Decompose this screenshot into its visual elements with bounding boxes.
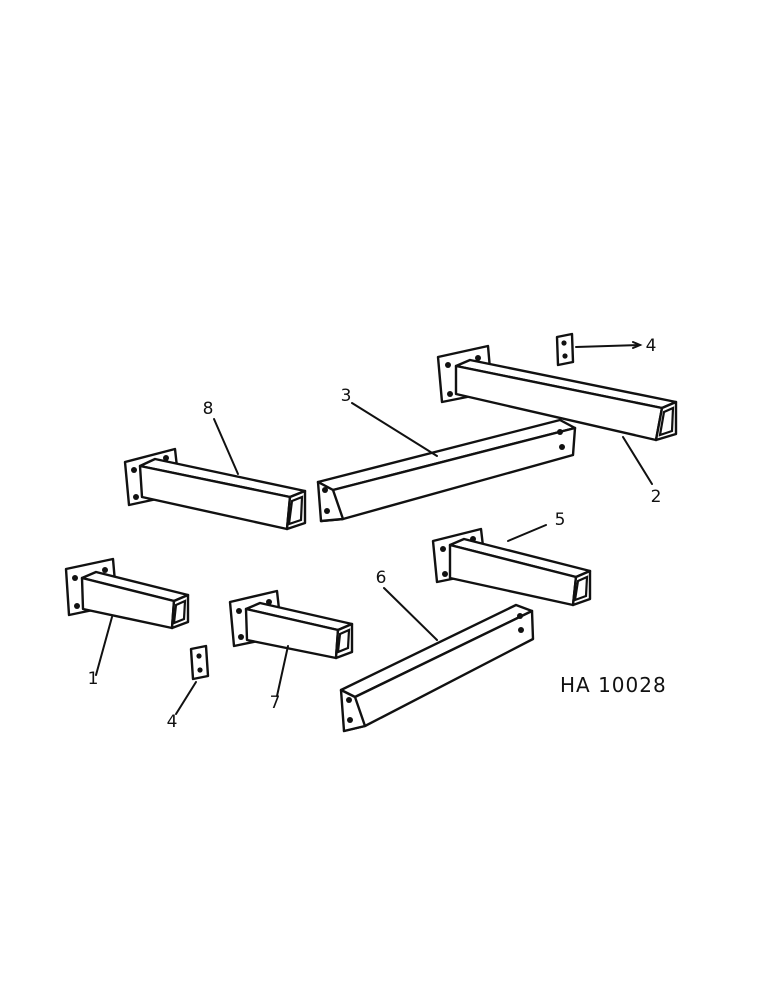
leader-part-7 <box>276 645 289 697</box>
part-3-strap <box>316 418 577 523</box>
part-1-tube <box>64 557 190 630</box>
leader-part-8 <box>213 418 239 475</box>
leader-part-4-upper-arrow <box>632 341 643 349</box>
callout-part-6: 6 <box>376 568 387 588</box>
part-5-tube <box>431 527 592 607</box>
leader-part-6 <box>383 587 438 641</box>
part-4-plate-lower <box>189 644 210 681</box>
callout-part-4-upper: 4 <box>646 336 657 356</box>
leader-part-2 <box>622 436 653 485</box>
callout-part-8: 8 <box>203 399 214 419</box>
leader-part-4-upper <box>575 344 641 348</box>
part-8-tube <box>123 447 307 531</box>
leader-part-3 <box>351 402 438 457</box>
part-4-plate-upper <box>555 332 575 367</box>
callout-part-7: 7 <box>270 693 281 713</box>
leader-part-5 <box>507 524 547 542</box>
callout-part-1: 1 <box>88 669 99 689</box>
callout-part-2: 2 <box>651 487 662 507</box>
callout-part-4-lower: 4 <box>167 712 178 732</box>
callout-part-3: 3 <box>341 386 352 406</box>
leader-part-1 <box>95 616 113 676</box>
figure-id: HA 10028 <box>560 673 667 697</box>
leader-part-4-lower <box>175 681 197 715</box>
part-2-tube <box>436 344 678 442</box>
callout-part-5: 5 <box>555 510 566 530</box>
part-6-strap <box>339 603 535 733</box>
part-7-tube <box>228 589 354 660</box>
